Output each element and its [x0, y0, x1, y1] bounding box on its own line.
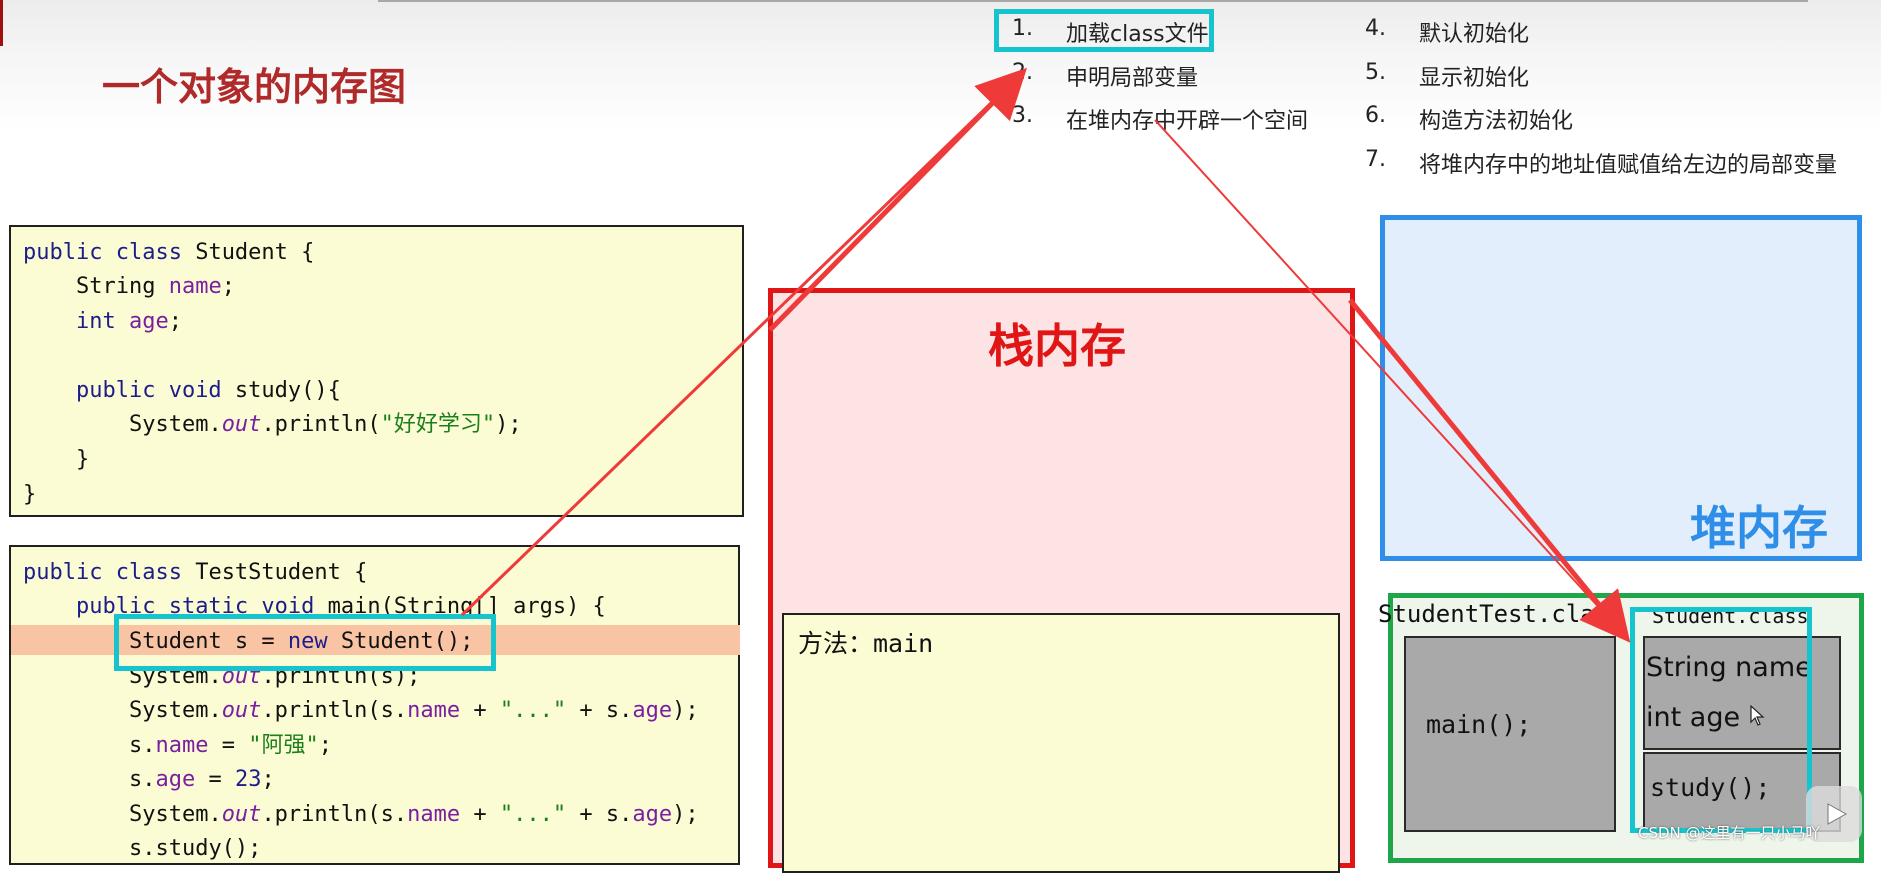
- arrows-overlay: [460, 67, 1631, 643]
- slide-title: 一个对象的内存图: [102, 65, 407, 109]
- step-6: 6. 构造方法初始化: [1365, 103, 1665, 134]
- step-1-number: 1.: [1012, 16, 1033, 41]
- stack-memory-title: 栈内存: [988, 319, 1126, 373]
- step-1-highlight-box: [994, 9, 1214, 52]
- csdn-watermark: CSDN @这里有一只小马吖: [1638, 824, 1821, 842]
- step-4-text: 默认初始化: [1419, 22, 1530, 47]
- code-line: String name;: [75, 274, 235, 299]
- arrow-heap-to-student-class: [1348, 298, 1631, 643]
- arrow-code-to-step: [460, 73, 1022, 617]
- code-line: System.out.println(s.name + "..." + s.ag…: [128, 698, 699, 723]
- arrow-step-to-class: [1154, 119, 1625, 636]
- code-line: }: [23, 482, 37, 507]
- step-6-number: 6.: [1365, 103, 1386, 128]
- code-line: s.name = "阿强";: [128, 733, 332, 758]
- main-method-frame: [782, 613, 1340, 873]
- code-block-student-class: public class Student { String name; int …: [9, 225, 744, 517]
- step-5: 5. 显示初始化: [1365, 60, 1665, 91]
- code-line: System.out.println(s.name + "..." + s.ag…: [128, 802, 699, 827]
- step-7-text: 将堆内存中的地址值赋值给左边的局部变量: [1419, 153, 1838, 178]
- code-line: public class TestStudent {: [23, 560, 368, 585]
- play-icon: [1827, 803, 1848, 825]
- slide-header-band: [0, 0, 1881, 130]
- step-3-text: 在堆内存中开辟一个空间: [1066, 109, 1309, 134]
- step-4-number: 4.: [1365, 16, 1386, 41]
- student-study-method: study();: [1650, 773, 1771, 802]
- studenttest-class-box: [1404, 636, 1616, 832]
- code-line: public void study(){: [75, 378, 341, 403]
- main-method-frame-label: 方法：main: [798, 629, 934, 658]
- code-line: int age;: [75, 309, 182, 334]
- header-rule: [378, 0, 1808, 2]
- new-student-highlight-box: [114, 614, 496, 671]
- code-line: System.out.println("好好学习");: [128, 412, 522, 437]
- step-1-text: 加载class文件: [1066, 22, 1209, 47]
- heap-memory-title: 堆内存: [1690, 501, 1828, 555]
- step-4: 4. 默认初始化: [1365, 16, 1665, 47]
- code-line: public class Student {: [23, 240, 315, 265]
- mouse-cursor-icon: [1750, 705, 1765, 726]
- step-5-text: 显示初始化: [1419, 66, 1530, 91]
- student-field-name: String name: [1646, 652, 1812, 683]
- code-line: }: [75, 447, 90, 472]
- current-line-highlight: [11, 625, 740, 655]
- header-accent: [0, 0, 3, 46]
- step-7: 7. 将堆内存中的地址值赋值给左边的局部变量: [1365, 147, 1875, 178]
- code-line-current: Student s = new Student();: [128, 629, 474, 654]
- step-1: 1. 加载class文件: [1012, 16, 1212, 47]
- heap-memory-box: [1380, 215, 1862, 561]
- step-7-number: 7.: [1365, 147, 1386, 172]
- step-5-number: 5.: [1365, 60, 1386, 85]
- studenttest-main-method: main();: [1426, 710, 1532, 739]
- student-field-age: int age: [1646, 702, 1741, 733]
- student-class-highlight-box: [1630, 607, 1812, 833]
- step-2-text: 申明局部变量: [1066, 66, 1199, 91]
- code-line: s.age = 23;: [128, 767, 275, 792]
- arrow-stack-to-step-1: [768, 67, 1028, 332]
- step-6-text: 构造方法初始化: [1419, 109, 1574, 134]
